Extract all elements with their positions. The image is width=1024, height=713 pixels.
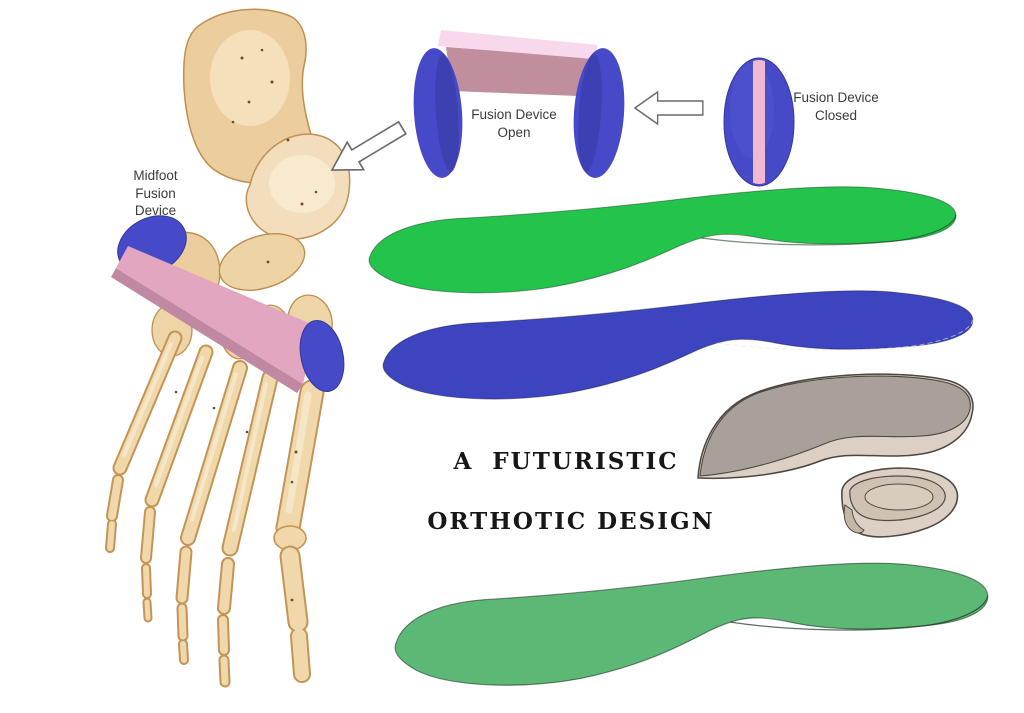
- phalanx-bones: [105, 474, 311, 688]
- heel-cup-lip: [843, 504, 865, 534]
- title-line-2: ORTHOTIC DESIGN: [427, 508, 715, 535]
- implant-band-edge: [111, 268, 303, 393]
- wedge-top-surface: [699, 375, 971, 477]
- insole-top-green: [368, 186, 957, 294]
- implant-dome-right: [299, 320, 345, 392]
- implant-band: [116, 246, 316, 384]
- midfoot-fusion-device: [111, 215, 345, 393]
- fusion-device-closed: [723, 57, 795, 187]
- midfoot-device-label: Midfoot Fusion Device: [133, 168, 178, 219]
- metatarsal-bones: [112, 330, 325, 557]
- navicular-bone: [218, 233, 306, 291]
- talus-highlight: [269, 155, 335, 213]
- open-device-disc-left: [413, 48, 463, 178]
- title-line-1: A FUTURISTIC: [453, 448, 679, 475]
- fusion-closed-label: Fusion Device Closed: [793, 90, 879, 123]
- open-device-face: [446, 47, 594, 96]
- fusion-device-open: [413, 30, 625, 178]
- closed-device-stripe: [753, 60, 765, 184]
- heel-cup: [841, 467, 959, 538]
- open-device-disc-right: [573, 48, 625, 178]
- open-device-top: [438, 30, 598, 59]
- insole-bottom-green: [394, 562, 989, 686]
- arrow-closed-to-open-icon: [634, 91, 704, 125]
- arch-support-wedge: [697, 373, 974, 480]
- bone-speckles: [174, 48, 318, 602]
- calcaneus-highlight: [210, 30, 290, 126]
- fusion-open-label: Fusion Device Open: [471, 107, 557, 140]
- heel-cup-hollow: [864, 483, 934, 511]
